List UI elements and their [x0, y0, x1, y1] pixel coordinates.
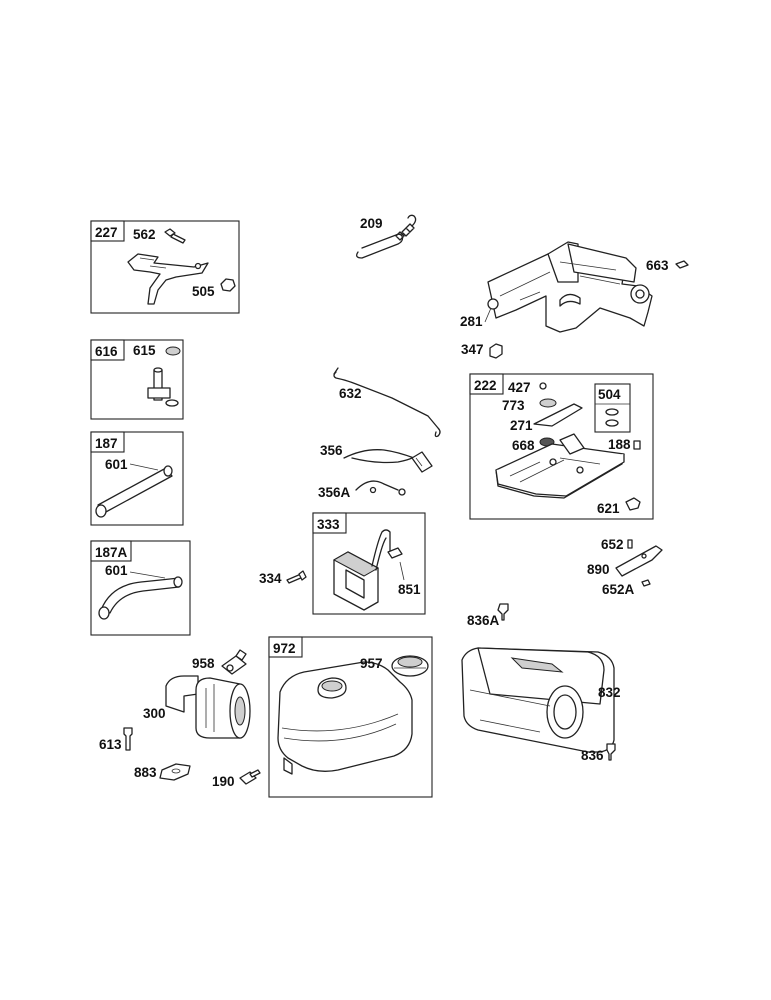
callout-187a: 187A: [95, 545, 128, 560]
screw-613: [123, 727, 133, 751]
callout-601-a: 601: [105, 457, 128, 472]
ignition-armature: [332, 529, 403, 611]
callout-505: 505: [192, 284, 215, 299]
callout-562: 562: [133, 227, 156, 242]
shroud-832: [461, 647, 615, 753]
screw-663: [675, 260, 689, 269]
callout-281: 281: [460, 314, 483, 329]
bracket-890: [615, 545, 663, 577]
callout-851: 851: [398, 582, 421, 597]
callout-621: 621: [597, 501, 620, 516]
callout-601-b: 601: [105, 563, 128, 578]
callout-652a: 652A: [602, 582, 635, 597]
fuel-line-straight: [95, 465, 173, 518]
callout-615: 615: [133, 343, 156, 358]
callout-652: 652: [601, 537, 624, 552]
callout-356a: 356A: [318, 485, 351, 500]
callout-300: 300: [143, 706, 166, 721]
callout-616: 616: [95, 344, 118, 359]
callout-773: 773: [502, 398, 525, 413]
callout-972: 972: [273, 641, 296, 656]
callout-356: 356: [320, 443, 343, 458]
callout-883: 883: [134, 765, 157, 780]
callout-663: 663: [646, 258, 669, 273]
governor-spring-209: 209: [356, 214, 417, 259]
callout-222: 222: [474, 378, 497, 393]
parts-group-333: 333 851: [312, 512, 426, 615]
screw-334: 334: [259, 570, 307, 586]
callout-632: 632: [339, 386, 362, 401]
callout-427: 427: [508, 380, 531, 395]
callout-957: 957: [360, 656, 383, 671]
callout-347: 347: [461, 342, 484, 357]
screw-836a: [497, 603, 509, 621]
parts-group-187a: 187A 601: [90, 540, 191, 636]
blower-housing-281: 281 663: [460, 241, 689, 333]
muffler-300: [165, 675, 251, 739]
governor-link-632: 632: [333, 367, 441, 438]
callout-227: 227: [95, 225, 118, 240]
callout-832: 832: [598, 685, 621, 700]
screw-836: [606, 743, 616, 761]
gasket-883: [159, 763, 191, 781]
callout-187: 187: [95, 436, 118, 451]
parts-group-222: 222 427 773 504 271 668 188 621: [469, 373, 654, 520]
callout-958: 958: [192, 656, 215, 671]
nut-505: [220, 278, 236, 292]
screw-188: [633, 440, 641, 450]
parts-group-616: 616 615: [90, 339, 184, 420]
callout-668: 668: [512, 438, 535, 453]
callout-209: 209: [360, 216, 383, 231]
parts-group-187: 187 601: [90, 431, 184, 526]
callout-890: 890: [587, 562, 610, 577]
callout-190: 190: [212, 774, 235, 789]
bracket-890-group: 652 890 652A: [587, 537, 663, 597]
valve-958: [221, 649, 247, 675]
screw-190: 190: [212, 769, 261, 789]
control-plate: [495, 433, 625, 499]
fuel-cap-957: [391, 655, 429, 677]
dipstick-tube: [147, 367, 179, 407]
clip-621: [625, 497, 641, 511]
fuel-tank-shroud-group: 836A 832 836: [461, 603, 621, 763]
clip-347: 347: [461, 342, 503, 359]
callout-334: 334: [259, 571, 282, 586]
ground-wire-356: 356: [320, 443, 433, 473]
washer-427: [539, 382, 547, 390]
callout-333: 333: [317, 517, 340, 532]
ground-wire-356a: 356A: [318, 480, 406, 500]
bolt-562: [164, 228, 186, 244]
callout-836a: 836A: [467, 613, 500, 628]
parts-group-972: 972 957: [268, 636, 433, 798]
fuel-tank: [277, 661, 413, 775]
lever-773: [539, 398, 557, 408]
control-bracket: [127, 253, 209, 305]
fuel-line-curved: [98, 576, 183, 620]
grommet-615: [165, 346, 181, 356]
lever-271: [533, 403, 583, 427]
callout-188: 188: [608, 437, 631, 452]
callout-836: 836: [581, 748, 604, 763]
parts-group-227: 227 562 505: [90, 220, 240, 314]
callout-613: 613: [99, 737, 122, 752]
air-filter-group: 958 300 613 883: [99, 649, 251, 781]
callout-504: 504: [598, 387, 621, 402]
callout-271: 271: [510, 418, 533, 433]
